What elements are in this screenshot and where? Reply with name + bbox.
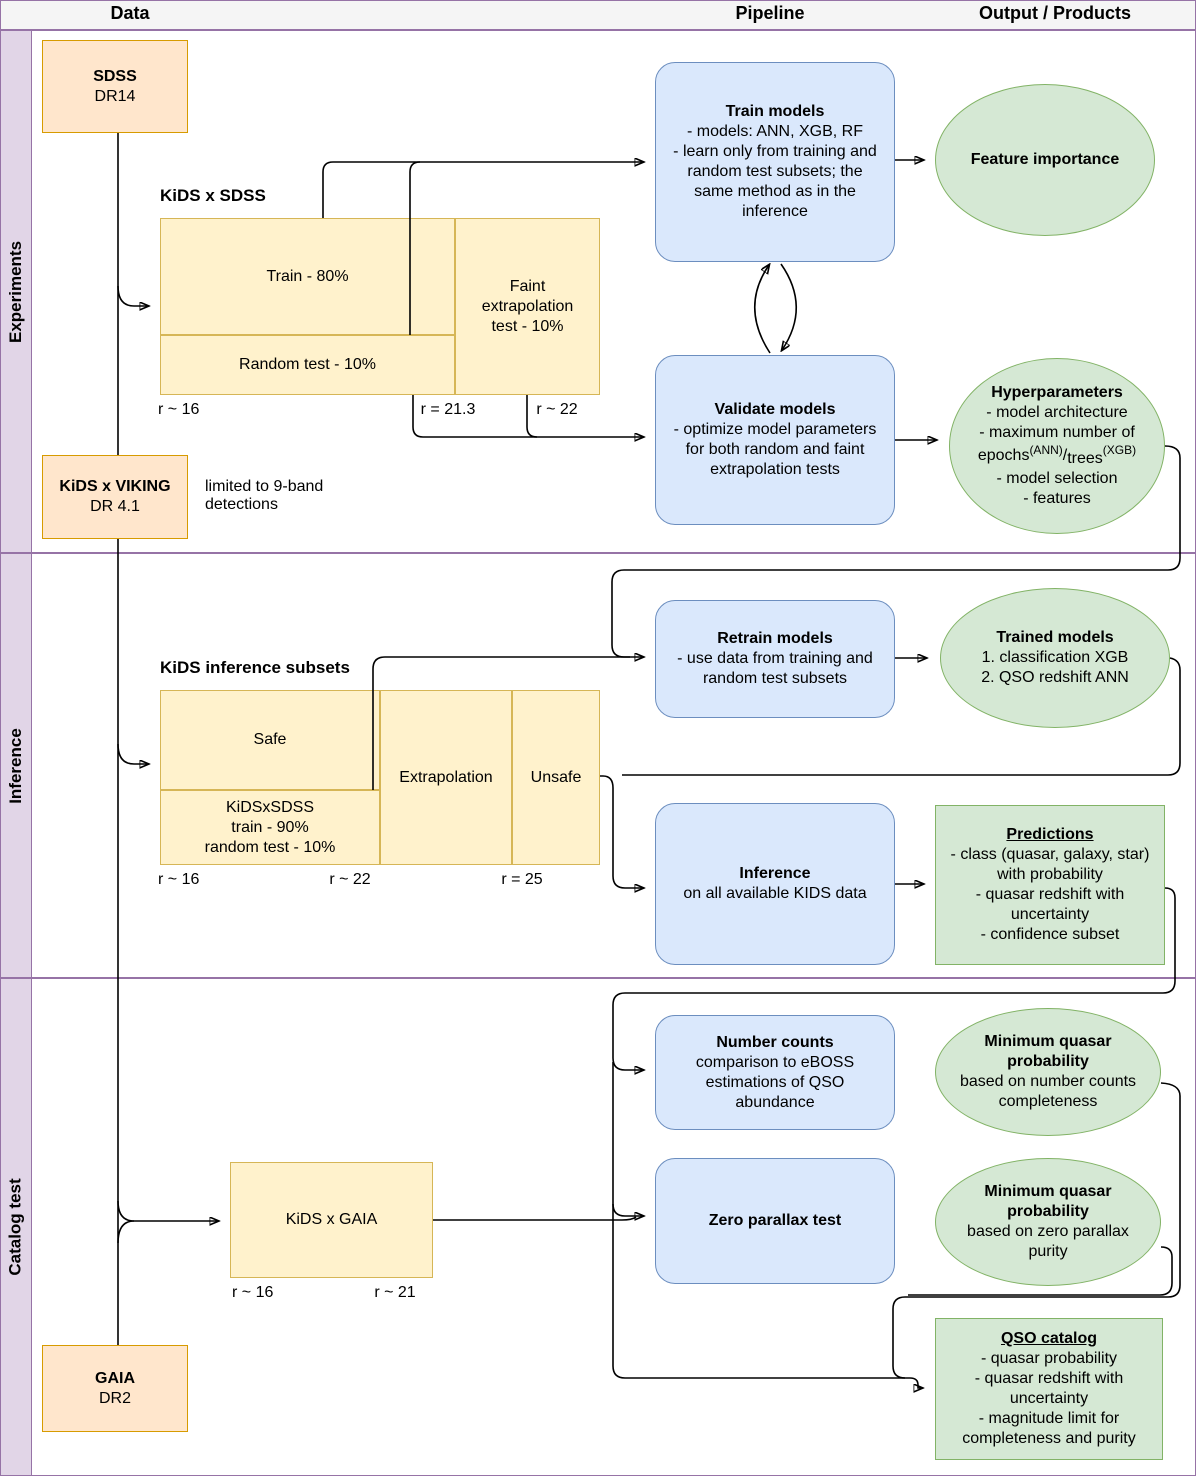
kids-viking-node: KiDS x VIKING DR 4.1 — [42, 455, 188, 539]
hyperparameters-node: Hyperparameters - model architecture - m… — [949, 358, 1165, 534]
trained-models-node: Trained models 1. classification XGB 2. … — [940, 588, 1170, 728]
column-header-bar — [0, 0, 1196, 30]
catalog-test-band-label: Catalog test — [6, 1178, 26, 1276]
experiments-band-strip: Experiments — [1, 31, 32, 552]
safe-subset-label: Safe — [253, 731, 287, 748]
inference-step-body: on all available KIDS data — [683, 885, 867, 902]
qso-catalog-body: - quasar probability - quasar redshift w… — [962, 1350, 1136, 1447]
hyperparameters-line1: - model architecture — [986, 404, 1128, 421]
sdss-release: DR14 — [94, 87, 136, 105]
trained-models-body: 1. classification XGB 2. QSO redshift AN… — [981, 649, 1129, 686]
hyperparameters-epochs-line: epochs(ANN)/trees(XGB) — [977, 443, 1137, 467]
min-quasar-prob-counts-title: Minimum quasar probability — [984, 1033, 1112, 1070]
r16-label-experiments: r ~ 16 — [158, 401, 200, 418]
predictions-node: Predictions - class (quasar, galaxy, sta… — [935, 805, 1165, 965]
extrapolation-subset-node: Extrapolation — [380, 690, 512, 865]
hyperparameters-line2: - maximum number of — [979, 424, 1135, 441]
r25-label-inference: r = 25 — [501, 871, 543, 888]
zero-parallax-test-node: Zero parallax test — [655, 1158, 895, 1284]
inference-band-strip: Inference — [1, 554, 32, 977]
faint-extrapolation-subset-node: Faint extrapolation test - 10% — [455, 218, 600, 395]
qso-catalog-title: QSO catalog — [1000, 1330, 1098, 1347]
kidsxsdss-train-subset-label: KiDSxSDSS train - 90% random test - 10% — [204, 798, 336, 856]
zero-parallax-test-title: Zero parallax test — [708, 1212, 842, 1229]
retrain-models-body: - use data from training and random test… — [677, 650, 873, 687]
retrain-models-node: Retrain models - use data from training … — [655, 600, 895, 718]
safe-subset-node: Safe — [160, 690, 380, 790]
column-header-pipeline: Pipeline — [735, 3, 805, 23]
min-quasar-prob-counts-node: Minimum quasar probability based on numb… — [935, 1008, 1161, 1136]
r22-label-inference: r ~ 22 — [329, 871, 371, 888]
nine-band-note: limited to 9-band detections — [205, 478, 324, 513]
sdss-name: SDSS — [93, 67, 137, 85]
train-models-node: Train models - models: ANN, XGB, RF - le… — [655, 62, 895, 262]
kids-sdss-group-label: KiDS x SDSS — [160, 186, 266, 205]
gaia-release: DR2 — [98, 1389, 131, 1407]
qso-catalog-node: QSO catalog - quasar probability - quasa… — [935, 1318, 1163, 1460]
r16-label-inference: r ~ 16 — [158, 871, 200, 888]
retrain-models-title: Retrain models — [717, 630, 833, 647]
predictions-title: Predictions — [1006, 826, 1094, 843]
column-header-data: Data — [110, 3, 150, 23]
train-subset-label: Train - 80% — [266, 267, 349, 285]
inference-step-title: Inference — [739, 865, 811, 882]
number-counts-node: Number counts comparison to eBOSS estima… — [655, 1015, 895, 1130]
number-counts-body: comparison to eBOSS estimations of QSO a… — [695, 1053, 855, 1111]
gaia-dr2-node: GAIA DR2 — [42, 1345, 188, 1432]
min-quasar-prob-parallax-node: Minimum quasar probability based on zero… — [935, 1158, 1161, 1286]
number-counts-title: Number counts — [716, 1033, 834, 1051]
random-test-subset-node: Random test - 10% — [160, 335, 455, 395]
random-test-subset-label: Random test - 10% — [239, 356, 376, 373]
gaia-name: GAIA — [95, 1369, 135, 1387]
train-models-title: Train models — [725, 103, 825, 120]
sdss-dr14-node: SDSS DR14 — [42, 40, 188, 133]
extrapolation-subset-label: Extrapolation — [399, 768, 493, 786]
kids-inference-subsets-label: KiDS inference subsets — [160, 658, 350, 677]
kidsxsdss-train-subset-node: KiDSxSDSS train - 90% random test - 10% — [160, 790, 380, 865]
catalog-test-band-strip: Catalog test — [1, 979, 32, 1475]
kids-gaia-node: KiDS x GAIA — [230, 1162, 433, 1278]
min-quasar-prob-counts-body: based on number counts completeness — [959, 1073, 1137, 1110]
r21-label-catalog: r ~ 21 — [374, 1284, 416, 1301]
hyperparameters-line4: - features — [1023, 490, 1091, 507]
train-models-body: - models: ANN, XGB, RF - learn only from… — [673, 123, 877, 220]
min-quasar-prob-parallax-title: Minimum quasar probability — [984, 1183, 1112, 1220]
train-subset-node: Train - 80% — [160, 218, 455, 335]
feature-importance-node: Feature importance — [935, 84, 1155, 236]
faint-extrapolation-subset-label: Faint extrapolation test - 10% — [481, 277, 574, 335]
experiments-band-label: Experiments — [6, 240, 26, 343]
hyperparameters-title: Hyperparameters — [991, 384, 1123, 401]
inference-band-label: Inference — [6, 727, 25, 804]
r22-label-experiments: r ~ 22 — [536, 401, 578, 418]
kids-viking-release: DR 4.1 — [90, 498, 140, 515]
predictions-body: - class (quasar, galaxy, star) with prob… — [950, 846, 1150, 943]
unsafe-subset-node: Unsafe — [512, 690, 600, 865]
validate-models-node: Validate models - optimize model paramet… — [655, 355, 895, 525]
min-quasar-prob-parallax-body: based on zero parallax purity — [967, 1223, 1129, 1260]
kids-viking-name: KiDS x VIKING — [59, 478, 171, 495]
column-header-output-products: Output / Products — [979, 3, 1131, 23]
validate-models-title: Validate models — [714, 401, 836, 418]
feature-importance-title: Feature importance — [970, 151, 1120, 168]
kids-gaia-label: KiDS x GAIA — [285, 1211, 378, 1228]
r213-label-experiments: r = 21.3 — [420, 401, 476, 418]
r16-label-catalog: r ~ 16 — [232, 1284, 274, 1301]
hyperparameters-line3: - model selection — [996, 470, 1118, 487]
unsafe-subset-label: Unsafe — [530, 768, 582, 786]
validate-models-body: - optimize model parameters for both ran… — [673, 421, 877, 478]
trained-models-title: Trained models — [996, 629, 1114, 646]
inference-step-node: Inference on all available KIDS data — [655, 803, 895, 965]
